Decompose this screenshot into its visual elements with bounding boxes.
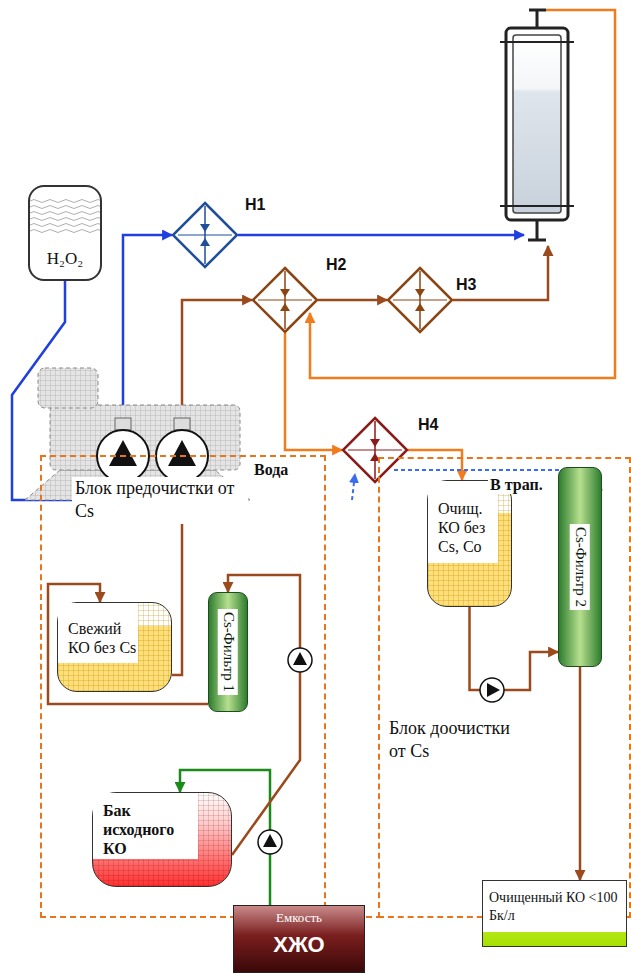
- cs-filter: Cs-Фильтр 1: [208, 592, 248, 712]
- process-block: Блок предочистки от Cs Свежий КО без Cs Cs…: [40, 455, 326, 918]
- heat-exchanger: H3: [387, 267, 453, 333]
- sorption-column: [500, 10, 574, 240]
- feed-pipe: [453, 246, 548, 300]
- container-label: ХЖО: [234, 926, 364, 958]
- pipe-connector: [579, 667, 582, 880]
- container-caption: Емкость: [234, 906, 364, 926]
- node-label: H₂O₂: [30, 249, 100, 269]
- pipe-connector: [470, 607, 559, 690]
- pipe-connector: [318, 299, 387, 302]
- waste-container: ЕмкостьХЖО: [233, 905, 365, 973]
- exchanger-symbol: [387, 267, 453, 333]
- exchanger-symbol: [342, 417, 408, 483]
- exchanger-label: H2: [326, 256, 346, 274]
- heat-exchanger: H2: [252, 267, 318, 333]
- exchanger-label: H1: [245, 196, 265, 214]
- process-block: Блок доочистки от Cs Очищ. КО без Cs, Co C…: [378, 457, 631, 918]
- flow-label: В трап.: [488, 476, 545, 494]
- peroxide-tank: H₂O₂: [28, 185, 102, 281]
- exchanger-label: H3: [456, 276, 476, 294]
- filter-label: Cs-Фильтр 2: [570, 524, 590, 610]
- water-in-pipe: [352, 474, 355, 500]
- node-label: Бак исходного КО: [93, 793, 198, 859]
- heat-exchanger: H1: [172, 202, 238, 268]
- source-tank: Бак исходного КО: [92, 792, 232, 887]
- pipe-connector: [408, 450, 462, 480]
- filter-label: Cs-Фильтр 1: [218, 609, 238, 695]
- exchanger-symbol: [172, 202, 238, 268]
- product-tank: Очищенный КО <100 Бк/л: [482, 880, 627, 947]
- fresh-solution-tank: Свежий КО без Cs: [57, 602, 172, 692]
- block-heading: Блок доочистки от Cs: [386, 717, 532, 764]
- exchanger-symbol: [252, 267, 318, 333]
- liquid-waves: [30, 195, 100, 245]
- exchanger-label: H4: [418, 416, 438, 434]
- flow-label: Вода: [252, 461, 290, 479]
- pipe-connector: [48, 584, 208, 704]
- cs-filter: Cs-Фильтр 2: [558, 467, 602, 667]
- purified-tank: Очищ. КО без Cs, Co: [427, 480, 512, 607]
- heat-exchanger: H4: [342, 417, 408, 483]
- block-heading: Блок предочистки от Cs: [72, 477, 248, 524]
- return-pipe: [310, 10, 615, 378]
- pipe-connector: [285, 333, 342, 450]
- tank-label: Свежий КО без Cs: [58, 603, 138, 663]
- peroxide-pipe: [238, 234, 524, 237]
- node-label: Очищенный КО <100 Бк/л: [483, 881, 626, 932]
